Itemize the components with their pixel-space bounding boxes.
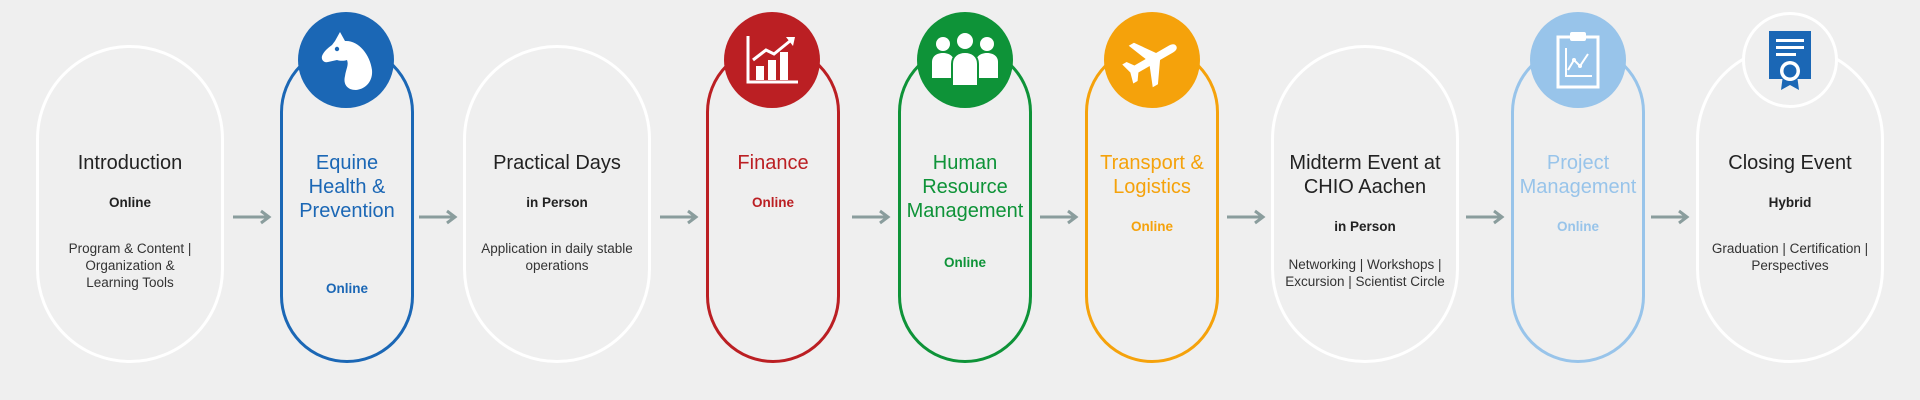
step-practical-days: Practical Days in Person Application in … bbox=[463, 45, 651, 363]
horse-head-icon bbox=[321, 32, 373, 90]
step-mode: Online bbox=[943, 255, 986, 270]
step-transport-logistics: Transport & Logistics Online bbox=[1085, 45, 1219, 363]
step-equine-health: Equine Health & Prevention Online bbox=[280, 45, 414, 363]
arrow-right-icon bbox=[660, 209, 699, 225]
team-icon bbox=[932, 33, 998, 87]
step-mode: Online bbox=[1556, 219, 1599, 234]
clipboard-icon-badge bbox=[1530, 12, 1626, 108]
growth-chart-icon bbox=[746, 36, 798, 84]
airplane-icon-badge bbox=[1104, 12, 1200, 108]
step-introduction: Introduction Online Program & Content | … bbox=[36, 45, 224, 363]
step-title: Practical Days bbox=[493, 152, 621, 174]
finance-icon-badge bbox=[724, 12, 820, 108]
step-description: Program & Content | Organization & Learn… bbox=[68, 241, 192, 290]
arrow-right-icon bbox=[852, 209, 891, 225]
step-title: Equine Health & Prevention bbox=[299, 152, 395, 222]
step-mode: Online bbox=[108, 195, 151, 210]
step-title: Human Resource Management bbox=[906, 152, 1024, 222]
step-title: Project Management bbox=[1519, 152, 1637, 198]
step-mode: Online bbox=[1130, 219, 1173, 234]
arrow-right-icon bbox=[233, 209, 272, 225]
step-title: Finance bbox=[737, 152, 809, 174]
step-midterm-event: Midterm Event at CHIO Aachen in Person N… bbox=[1271, 45, 1459, 363]
step-mode: in Person bbox=[526, 195, 588, 210]
certificate-icon bbox=[1769, 31, 1811, 90]
arrow-right-icon bbox=[1227, 209, 1266, 225]
horse-icon-badge bbox=[298, 12, 394, 108]
step-title: Introduction bbox=[77, 152, 183, 174]
step-description: Networking | Workshops | Excursion | Sci… bbox=[1285, 257, 1445, 289]
step-mode: Online bbox=[325, 281, 368, 296]
arrow-right-icon bbox=[1651, 209, 1690, 225]
clipboard-chart-icon bbox=[1556, 32, 1600, 89]
step-description: Graduation | Certification | Perspective… bbox=[1711, 241, 1869, 273]
team-icon-badge bbox=[917, 12, 1013, 108]
step-title: Midterm Event at CHIO Aachen bbox=[1289, 152, 1441, 198]
arrow-right-icon bbox=[419, 209, 458, 225]
step-title: Closing Event bbox=[1728, 152, 1852, 174]
step-finance: Finance Online bbox=[706, 45, 840, 363]
step-mode: in Person bbox=[1334, 219, 1396, 234]
certificate-icon-badge bbox=[1742, 12, 1838, 108]
arrow-right-icon bbox=[1466, 209, 1505, 225]
step-mode: Online bbox=[751, 195, 794, 210]
airplane-icon bbox=[1122, 42, 1177, 88]
step-mode: Hybrid bbox=[1768, 195, 1812, 210]
arrow-right-icon bbox=[1040, 209, 1079, 225]
step-title: Transport & Logistics bbox=[1100, 152, 1204, 198]
step-description: Application in daily stable operations bbox=[481, 241, 633, 273]
